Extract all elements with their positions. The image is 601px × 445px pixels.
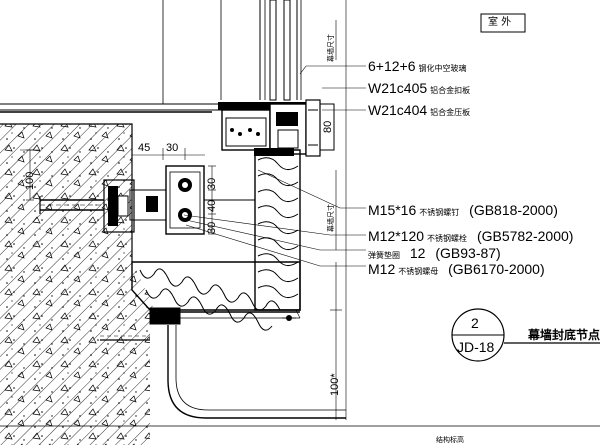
- aluminium-profile-assembly: [218, 99, 335, 157]
- bottom-closing-panel: [0, 307, 600, 427]
- callout-standard: (GB93-87): [435, 245, 501, 261]
- insulation-fill: [131, 149, 301, 331]
- callout-code: W21c404: [368, 102, 428, 118]
- detail-sheet-ref: JD-18: [457, 339, 495, 355]
- callout-note: 不锈钢螺栓: [427, 234, 468, 243]
- outdoor-label: 室 外: [488, 17, 512, 28]
- callout-code: M15*16: [368, 202, 417, 218]
- dimension-lines: [131, 148, 342, 420]
- dimension-45: 45: [138, 142, 151, 154]
- detail-number: 2: [471, 315, 479, 331]
- dimension-80: 80: [322, 120, 334, 133]
- vertical-note-upper: 幕墙尺寸: [327, 34, 335, 62]
- dimension-100-left: 100: [24, 171, 36, 190]
- outdoor-label-box: [480, 13, 526, 33]
- leader-lines: [183, 65, 366, 267]
- callout-standard: (GB5782-2000): [476, 228, 574, 244]
- anchor-bolt: [20, 149, 41, 214]
- callout-note: 不锈钢螺钉: [419, 208, 460, 217]
- callout-code: 12: [409, 245, 426, 261]
- dimension-30-left: 30: [206, 221, 218, 234]
- callout-code: W21c405: [368, 80, 428, 96]
- callout-standard: (GB6170-2000): [448, 261, 545, 277]
- callout-prefix: 弹簧垫圈: [368, 251, 400, 260]
- callout-code: M12: [368, 261, 396, 277]
- callout-note: 铝合金扣板: [430, 86, 471, 95]
- callout-note: 铝合金压板: [430, 108, 471, 117]
- vertical-note-lower: 幕墙尺寸: [327, 204, 335, 232]
- dimension-40: 40: [206, 199, 218, 212]
- detail-title: 幕墙封底节点: [528, 328, 601, 342]
- vertical-reference-lines: [162, 0, 347, 420]
- dimension-30-top: 30: [166, 142, 179, 154]
- glass-unit: [259, 0, 302, 101]
- callout-note: 钢化中空玻璃: [418, 64, 467, 73]
- callout-note: 不锈钢螺母: [398, 267, 439, 276]
- callout-spring-washer: 弹簧垫圈 12 (GB93-87): [368, 246, 501, 263]
- bottom-level-note: 结构标高: [436, 436, 464, 444]
- callout-standard: (GB818-2000): [469, 202, 558, 218]
- callout-code: M12*120: [368, 228, 425, 244]
- dimension-100-bottom: 100*: [329, 373, 341, 396]
- callout-code: 6+12+6: [368, 58, 416, 74]
- level-symbol: [282, 315, 296, 321]
- dimension-30-right: 30: [206, 177, 218, 190]
- detail-callout-bubble: [451, 308, 600, 362]
